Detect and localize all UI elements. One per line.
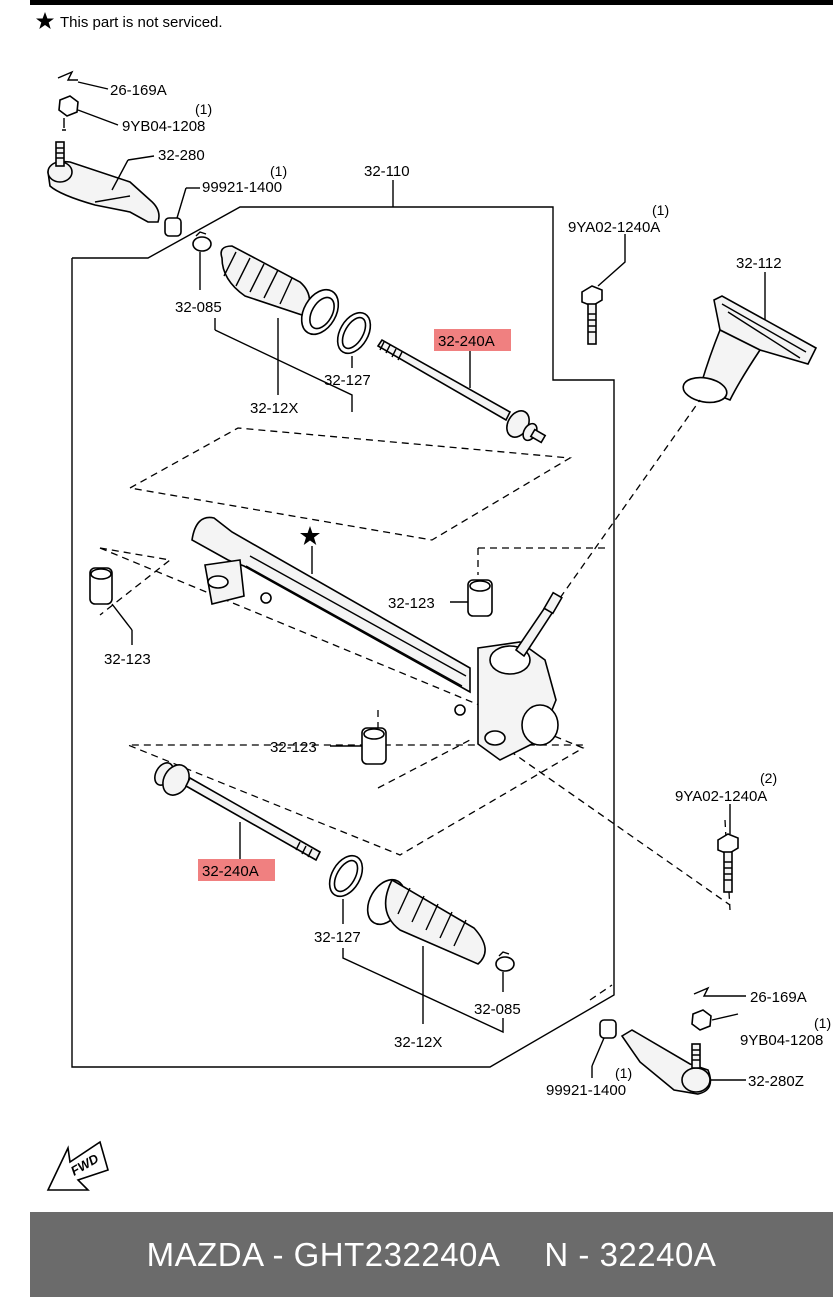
star-icon [36, 12, 54, 29]
not-serviced-note: This part is not serviced. [60, 14, 223, 31]
inner-tie-rod-bottom [154, 762, 322, 862]
label-32-123-right: 32-123 [388, 595, 435, 612]
nut-9yb04-top [58, 95, 79, 117]
label-32-085-top: 32-085 [175, 299, 222, 316]
svg-text:(2): (2) [760, 770, 777, 786]
label-32-112: 32-112 [736, 255, 782, 272]
label-32-240a-bottom: 32-240A [202, 863, 259, 880]
svg-text:(1): (1) [270, 163, 287, 179]
nut-99921-bottom [599, 1019, 617, 1039]
label-32-127-top: 32-127 [324, 372, 371, 389]
bolt-9ya02-top [581, 285, 603, 345]
highlight-32-240a-bottom [198, 859, 275, 881]
label-32-110: 32-110 [364, 163, 410, 180]
star-icon-rack [300, 526, 320, 545]
label-32-12x-bottom: 32-12X [394, 1034, 442, 1051]
assembly-outline [71, 206, 615, 1068]
dashed-region-mid [99, 547, 585, 856]
rack-housing [191, 516, 563, 761]
label-99921-1400-bottom: 99921-1400 [546, 1082, 626, 1099]
label-99921-1400-top: 99921-1400 [202, 179, 282, 196]
label-26-169a-top: 26-169A [110, 82, 167, 99]
bushing-32-123-right [467, 579, 493, 617]
svg-text:(1): (1) [652, 202, 669, 218]
svg-text:(1): (1) [195, 101, 212, 117]
label-9ya02-1240a-top: 9YA02-1240A [568, 219, 660, 236]
fwd-arrow-icon: FWD [46, 1140, 109, 1191]
label-9yb04-1208-bottom: 9YB04-1208 [740, 1032, 823, 1049]
boot-32-12x-top [220, 245, 340, 336]
svg-text:(1): (1) [814, 1015, 831, 1031]
clip-32-085-top [192, 231, 212, 252]
label-32-280z: 32-280Z [748, 1073, 804, 1090]
bolt-9ya02-bottom [717, 833, 739, 893]
boot-32-12x-bottom [366, 878, 486, 965]
bushing-32-123-mid [361, 727, 387, 765]
tie-rod-end-left [47, 141, 160, 223]
nut-9yb04-bottom [691, 1009, 712, 1031]
label-32-123-mid: 32-123 [270, 739, 317, 756]
svg-text:(1): (1) [615, 1065, 632, 1081]
label-32-12x-top: 32-12X [250, 400, 298, 417]
boot-32-112 [682, 295, 818, 404]
clip-32-085-bottom [495, 951, 515, 972]
steering-rack-diagram: This part is not serviced. 32-110 26-169… [30, 0, 833, 1191]
footer-brand: MAZDA - GHT232240A [146, 1235, 501, 1273]
top-border [30, 0, 833, 5]
footer-banner: MAZDA - GHT232240A N - 32240A [30, 1212, 833, 1297]
nut-99921-top [164, 217, 182, 237]
label-32-127-bottom: 32-127 [314, 929, 361, 946]
label-32-280: 32-280 [158, 147, 205, 164]
label-32-240a-top: 32-240A [438, 333, 495, 350]
label-26-169a-bottom: 26-169A [750, 989, 807, 1006]
label-9yb04-1208-top: 9YB04-1208 [122, 118, 205, 135]
label-32-085-bottom: 32-085 [474, 1001, 521, 1018]
highlight-32-240a-top [434, 329, 511, 351]
tie-rod-end-right [620, 1029, 712, 1095]
footer-number: N - 32240A [544, 1235, 717, 1273]
label-32-123-left: 32-123 [104, 651, 151, 668]
inner-tie-rod-top [376, 338, 547, 444]
dashed-region-top [129, 427, 573, 541]
bushing-32-123-left [89, 567, 113, 605]
label-9ya02-1240a-bottom: 9YA02-1240A [675, 788, 767, 805]
